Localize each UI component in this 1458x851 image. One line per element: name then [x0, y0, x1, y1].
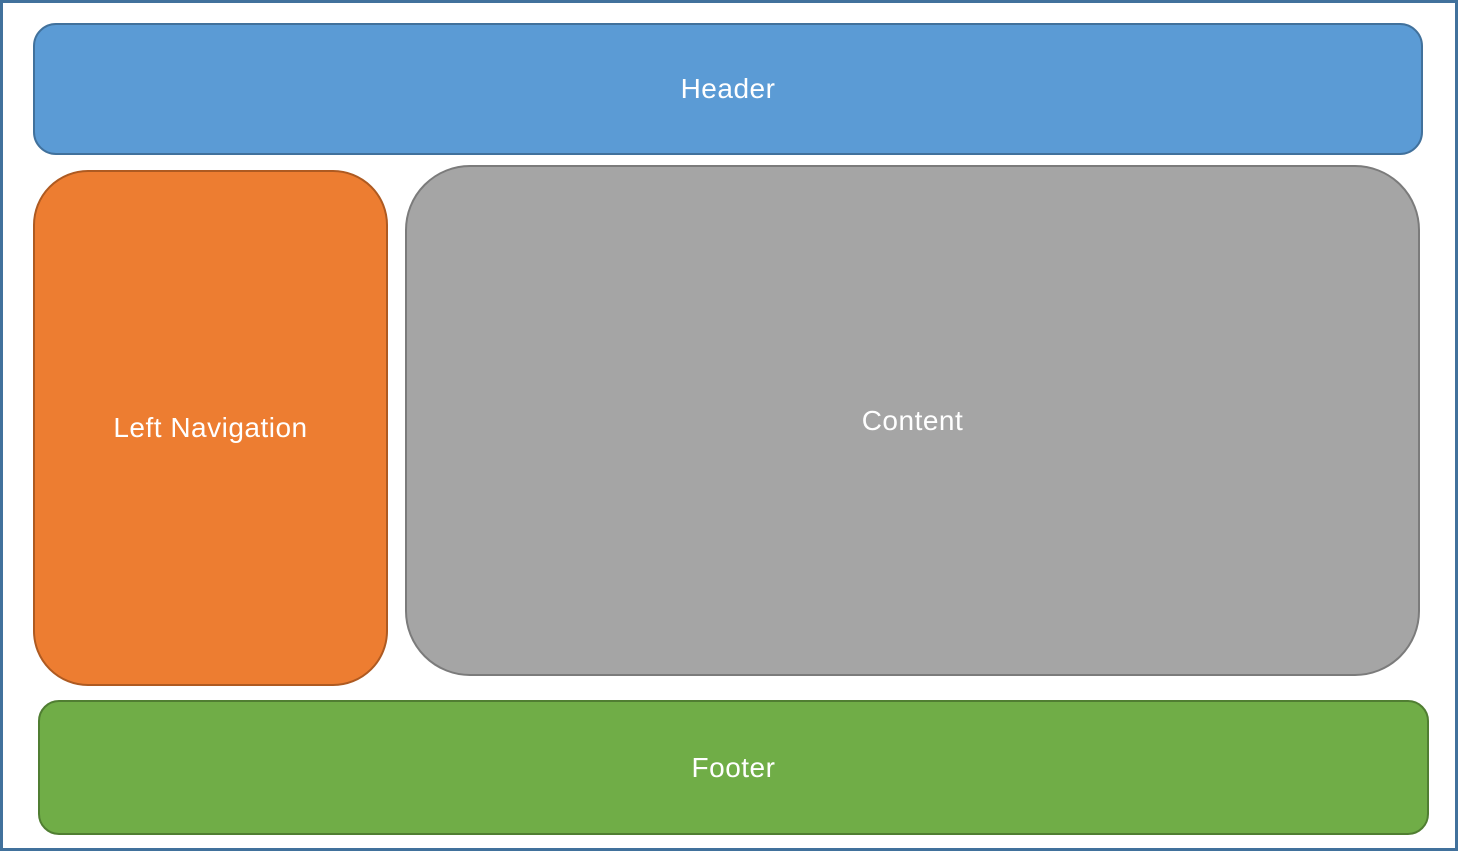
content-region: Content	[405, 165, 1420, 676]
left-navigation-region: Left Navigation	[33, 170, 388, 686]
header-region: Header	[33, 23, 1423, 155]
left-navigation-region-label: Left Navigation	[113, 412, 308, 443]
header-region-label: Header	[680, 73, 776, 104]
footer-region: Footer	[38, 700, 1429, 835]
content-region-label: Content	[861, 404, 964, 436]
footer-region-label: Footer	[691, 751, 776, 783]
